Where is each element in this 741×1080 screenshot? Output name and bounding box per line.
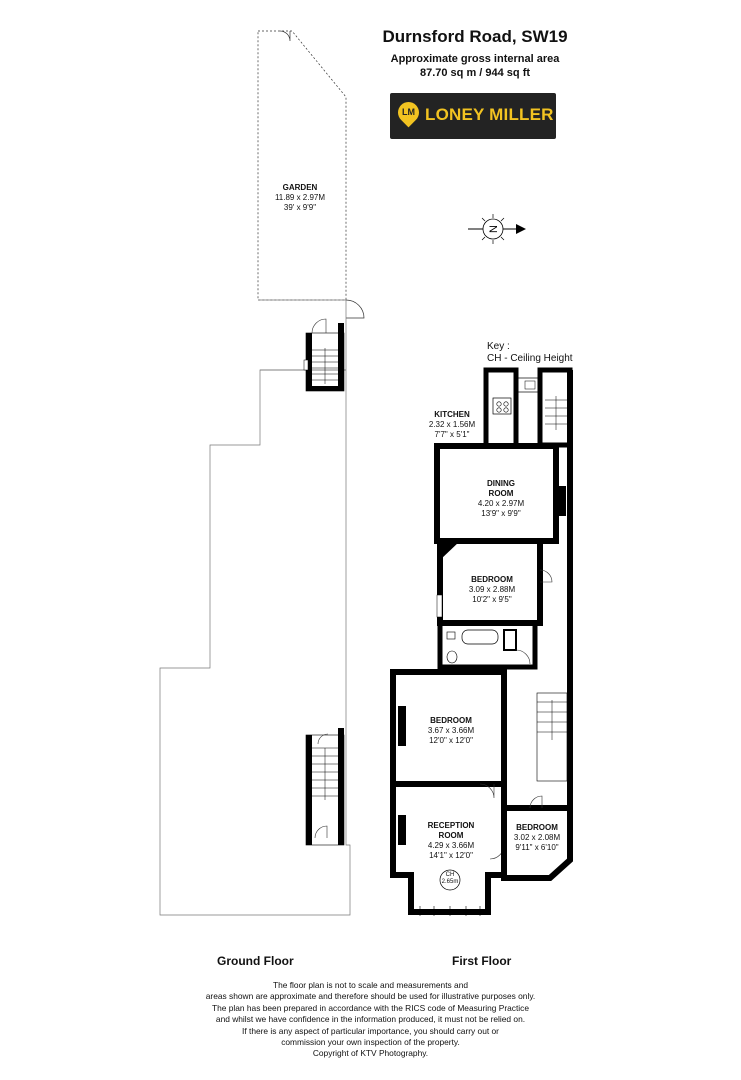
area-label: Approximate gross internal area [390, 53, 560, 65]
svg-text:N: N [488, 225, 500, 233]
ground-floor-label: Ground Floor [217, 954, 294, 968]
first-floor-label: First Floor [452, 954, 512, 968]
ceiling-value: 2.65m [441, 879, 459, 885]
kitchen-name: KITCHEN [434, 410, 470, 419]
dining-room-label: DINING ROOM 4.20 x 2.97M 13'9" x 9'9" [466, 479, 536, 519]
compass-icon: N [468, 214, 526, 244]
kitchen-label: KITCHEN 2.32 x 1.56M 7'7" x 5'1" [420, 410, 484, 440]
kitchen-imperial: 7'7" x 5'1" [434, 430, 470, 439]
reception-room-label: RECEPTION ROOM 4.29 x 3.66M 14'1" x 12'0… [415, 821, 487, 861]
area-value: 87.70 sq m / 944 sq ft [419, 67, 531, 79]
dining-name-1: DINING [487, 479, 515, 488]
reception-name-2: ROOM [438, 831, 464, 840]
bedroom-small-metric: 3.02 x 2.08M [513, 833, 561, 842]
brand-name: LONEY MILLER [425, 105, 554, 124]
kitchen-metric: 2.32 x 1.56M [428, 420, 476, 429]
garden-imperial: 39' x 9'9" [283, 203, 317, 212]
dining-imperial: 13'9" x 9'9" [481, 509, 521, 518]
bedroom-mid-name: BEDROOM [471, 575, 513, 584]
disclaimer-line: areas shown are approximate and therefor… [205, 991, 536, 1002]
property-title: Durnsford Road, SW19 [382, 27, 568, 46]
garden-metric: 11.89 x 2.97M [274, 193, 326, 202]
disclaimer-line: commission your own inspection of the pr… [281, 1037, 460, 1048]
bedroom-main-label: BEDROOM 3.67 x 3.66M 12'0" x 12'0" [416, 716, 486, 746]
disclaimer-line: The plan has been prepared in accordance… [211, 1002, 530, 1013]
garden-label: GARDEN 11.89 x 2.97M 39' x 9'9" [262, 183, 338, 213]
key-entry: CH - Ceiling Height [487, 353, 573, 364]
disclaimer-line: The floor plan is not to scale and measu… [272, 980, 469, 990]
bedroom-main-metric: 3.67 x 3.66M [427, 726, 475, 735]
bedroom-small-imperial: 9'11" x 6'10" [515, 843, 559, 852]
reception-metric: 4.29 x 3.66M [427, 841, 475, 850]
disclaimer-line: and whilst we have confidence in the inf… [215, 1014, 526, 1025]
reception-imperial: 14'1" x 12'0" [429, 851, 473, 860]
ceiling-height-marker: CH 2.65m [436, 872, 464, 886]
bedroom-main-imperial: 12'0" x 12'0" [429, 736, 473, 745]
disclaimer: The floor plan is not to scale and measu… [150, 980, 591, 1060]
bedroom-mid-imperial: 10'2" x 9'5" [472, 595, 512, 604]
disclaimer-line: If there is any aspect of particular imp… [242, 1025, 499, 1036]
bedroom-main-name: BEDROOM [430, 716, 472, 725]
disclaimer-line: Copyright of KTV Photography. [312, 1048, 429, 1059]
bedroom-mid-metric: 3.09 x 2.88M [468, 585, 516, 594]
brand-logo: LM LONEY MILLER [390, 93, 556, 139]
key-legend: Key : CH - Ceiling Height [487, 341, 573, 365]
ceiling-label: CH [445, 872, 455, 878]
dining-metric: 4.20 x 2.97M [477, 499, 525, 508]
reception-name-1: RECEPTION [427, 821, 475, 830]
bedroom-small-label: BEDROOM 3.02 x 2.08M 9'11" x 6'10" [507, 823, 567, 853]
dining-name-2: ROOM [488, 489, 514, 498]
garden-name: GARDEN [282, 183, 318, 192]
bedroom-small-name: BEDROOM [516, 823, 558, 832]
key-title: Key : [487, 341, 510, 352]
bedroom-mid-label: BEDROOM 3.09 x 2.88M 10'2" x 9'5" [457, 575, 527, 605]
